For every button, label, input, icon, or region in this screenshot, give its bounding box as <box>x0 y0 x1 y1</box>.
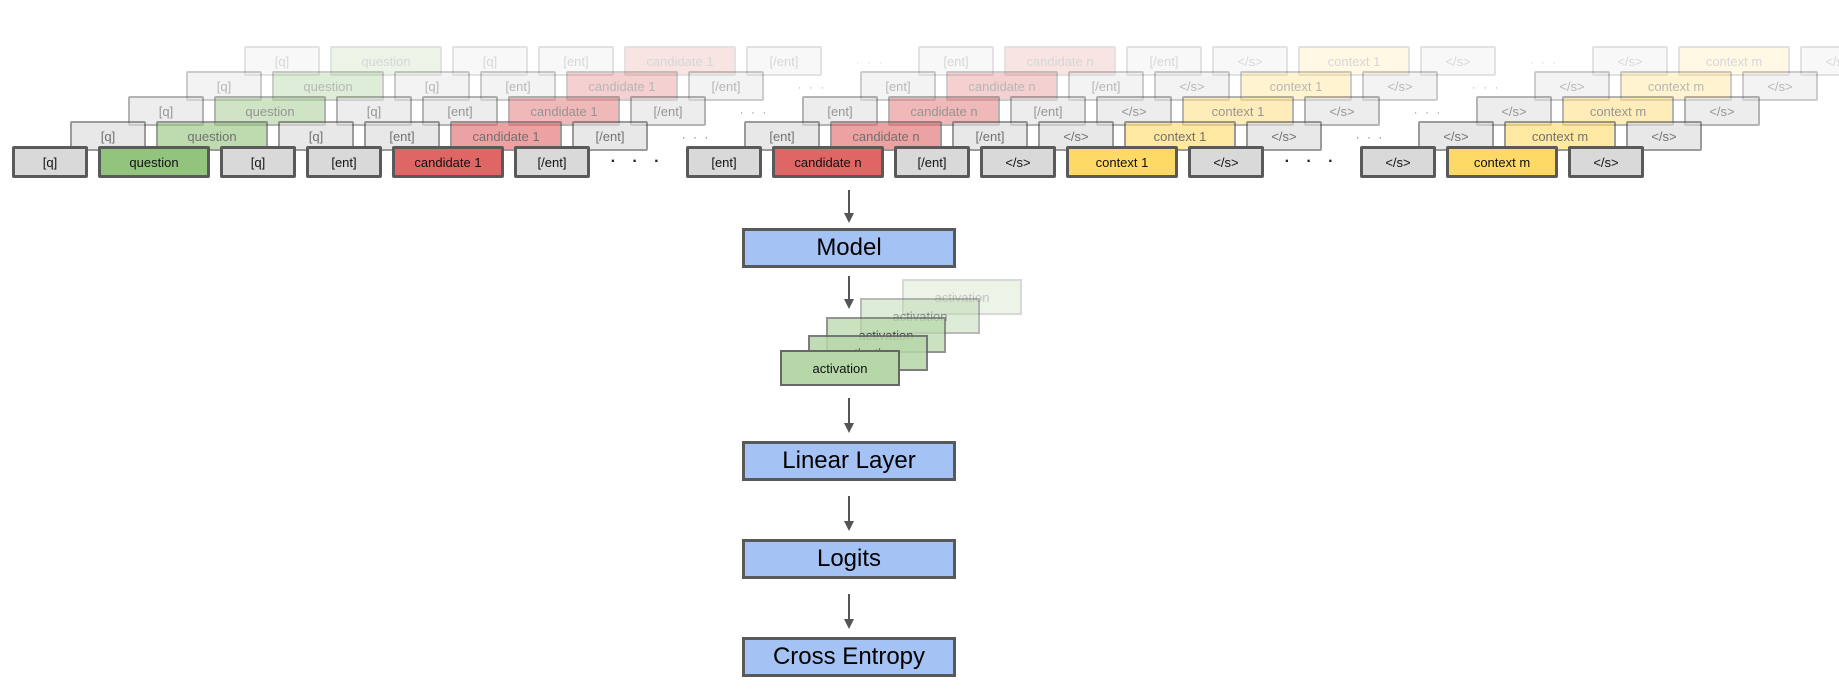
token-marker: [q] <box>394 71 470 101</box>
ellipsis-gap: · · · <box>610 153 666 170</box>
linear-layer-box: Linear Layer <box>742 441 956 481</box>
token-marker: [q] <box>452 46 528 76</box>
token-marker: [/ent] <box>1126 46 1202 76</box>
token-marker: [/ent] <box>746 46 822 76</box>
token-candidate: candidate 1 <box>566 71 678 101</box>
activation-box: activation <box>780 350 900 386</box>
ellipsis-gap: · · · <box>681 130 711 144</box>
token-marker: [ent] <box>860 71 936 101</box>
token-candidate: candidate n <box>1004 46 1116 76</box>
ellipsis-gap: · · · <box>1284 153 1340 170</box>
token-context: context m <box>1620 71 1732 101</box>
token-marker: [/ent] <box>1068 71 1144 101</box>
ellipsis-gap: · · · <box>739 105 769 119</box>
token-marker: </s> <box>1420 46 1496 76</box>
token-marker: </s> <box>1304 96 1380 126</box>
token-context: context m <box>1678 46 1790 76</box>
token-marker: </s> <box>1568 146 1644 178</box>
token-marker: </s> <box>1360 146 1436 178</box>
token-marker: [ent] <box>538 46 614 76</box>
ellipsis-gap: · · · <box>1355 130 1385 144</box>
token-marker: [ent] <box>686 146 762 178</box>
token-candidate: candidate 1 <box>392 146 504 178</box>
logits-box: Logits <box>742 539 956 579</box>
token-marker: [/ent] <box>514 146 590 178</box>
model-box: Model <box>742 228 956 268</box>
ellipsis-gap: · · · <box>1471 80 1501 94</box>
token-marker: [q] <box>186 71 262 101</box>
token-marker: </s> <box>1742 71 1818 101</box>
ellipsis-gap: · · · <box>855 55 885 69</box>
token-candidate: candidate 1 <box>624 46 736 76</box>
token-marker: [q] <box>12 146 88 178</box>
token-marker: [ent] <box>306 146 382 178</box>
token-marker: </s> <box>1212 46 1288 76</box>
token-context: context 1 <box>1066 146 1178 178</box>
token-candidate: candidate n <box>946 71 1058 101</box>
ellipsis-gap: · · · <box>797 80 827 94</box>
token-marker: [/ent] <box>688 71 764 101</box>
token-marker: [ent] <box>918 46 994 76</box>
token-marker: </s> <box>1154 71 1230 101</box>
token-marker: </s> <box>1592 46 1668 76</box>
ellipsis-gap: · · · <box>1529 55 1559 69</box>
token-question: question <box>272 71 384 101</box>
token-marker: [q] <box>220 146 296 178</box>
token-marker: </s> <box>1800 46 1839 76</box>
token-marker: </s> <box>980 146 1056 178</box>
token-context: context 1 <box>1240 71 1352 101</box>
ellipsis-gap: · · · <box>1413 105 1443 119</box>
token-marker: [q] <box>244 46 320 76</box>
token-marker: </s> <box>1362 71 1438 101</box>
token-question: question <box>98 146 210 178</box>
token-marker: [ent] <box>480 71 556 101</box>
cross-entropy-box: Cross Entropy <box>742 637 956 677</box>
token-marker: </s> <box>1534 71 1610 101</box>
activation-box-stacked: activation <box>902 279 1022 315</box>
token-marker: </s> <box>1188 146 1264 178</box>
token-context: context m <box>1446 146 1558 178</box>
token-question: question <box>330 46 442 76</box>
token-candidate: candidate n <box>772 146 884 178</box>
token-marker: [/ent] <box>894 146 970 178</box>
token-context: context 1 <box>1298 46 1410 76</box>
